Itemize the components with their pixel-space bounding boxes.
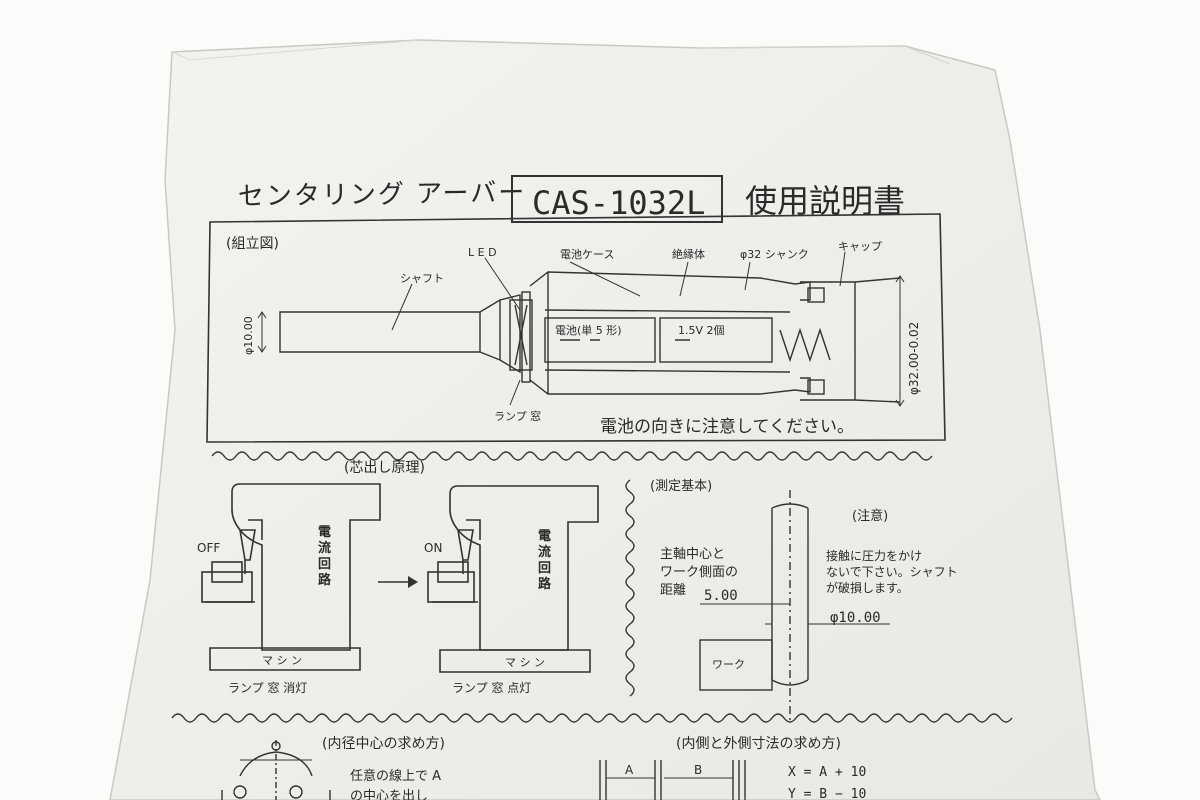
formula-y: Y = B − 10 (788, 787, 866, 800)
label-voltage: 1.5V 2個 (678, 324, 725, 337)
label-shank: φ32 シャンク (740, 248, 809, 261)
bore-center-heading: (内径中心の求め方) (322, 736, 445, 752)
dim-b-label: B (694, 763, 702, 777)
machine-left (201, 483, 381, 671)
assembly-frame (206, 213, 946, 443)
off-label: OFF (197, 541, 220, 555)
dim-shaft-dia: φ10.00 (242, 316, 255, 355)
machine-base-left: マ シ ン (262, 654, 302, 667)
wavy-divider-bottom (171, 713, 1013, 723)
work-label: ワーク (712, 658, 745, 671)
document-title: 使用説明書 (745, 182, 905, 220)
on-label: ON (424, 541, 442, 555)
caution-line-3: が破損します。 (826, 580, 909, 595)
principle-heading: (芯出し原理) (344, 460, 425, 476)
vertical-wavy-divider (625, 479, 635, 697)
assembly-drawing (257, 251, 905, 407)
label-insulator: 絶縁体 (672, 247, 705, 261)
label-shaft: シャフト (400, 272, 444, 285)
label-battery-case: 電池ケース (560, 248, 614, 261)
machine-base-right: マ シ ン (505, 656, 545, 669)
title-block: センタリング アーバー CAS-1032L 使用説明書 (238, 175, 905, 223)
circuit-label-right: 電流回路 (538, 529, 552, 592)
measure-label-1: 主軸中心と (660, 547, 725, 562)
label-battery: 電池(単 5 形) (555, 323, 622, 337)
label-lamp-window: ランプ 窓 (494, 409, 541, 423)
model-number: CAS-1032L (532, 184, 705, 222)
caption-right: ランプ 窓 点灯 (452, 680, 531, 695)
bore-drawing (221, 740, 331, 800)
bore-line-2: の中心を出し (350, 789, 428, 800)
battery-note: 電池の向きに注意してください。 (600, 417, 854, 437)
caption-left: ランプ 窓 消灯 (228, 680, 307, 695)
machine-left-labels: OFF 電流回路 マ シ ン ランプ 窓 消灯 (197, 525, 332, 695)
formula-x: X = A + 10 (788, 765, 866, 780)
caution-line-2: ないで下さい。シャフト (826, 565, 958, 579)
measure-shaft-dia: φ10.00 (830, 610, 881, 626)
caution-heading: (注意) (852, 508, 888, 524)
distance-value: 5.00 (704, 588, 738, 604)
wavy-divider (211, 451, 933, 461)
product-title: センタリング アーバー (238, 178, 527, 212)
arrow-icon (378, 576, 418, 588)
measure-label-2: ワーク側面の (660, 565, 738, 580)
model-box (511, 175, 723, 223)
caution-line-1: 接触に圧力をかけ (826, 548, 922, 563)
assembly-labels: シャフト L E D 電池ケース 絶縁体 φ32 シャンク キャップ 電池(単 … (242, 240, 921, 437)
dimension-heading: (内側と外側寸法の求め方) (676, 736, 841, 752)
machine-right-labels: ON 電流回路 マ シ ン ランプ 窓 点灯 (424, 529, 552, 695)
measure-labels: 主軸中心と ワーク側面の 距離 5.00 φ10.00 ワーク (注意) 接触に… (660, 508, 958, 671)
label-led: L E D (468, 246, 497, 259)
dimension-drawing (599, 760, 746, 800)
assembly-heading: (組立図) (226, 236, 279, 252)
dim-a-label: A (625, 763, 634, 777)
measure-label-3: 距離 (660, 583, 686, 598)
circuit-label-left: 電流回路 (318, 525, 332, 588)
bore-line-1: 任意の線上で A (350, 768, 441, 784)
machine-right (427, 485, 599, 673)
measure-drawing (699, 490, 890, 720)
dim-body-dia: φ32.00-0.02 (907, 322, 921, 395)
label-cap: キャップ (838, 240, 882, 253)
measure-heading: (測定基本) (650, 479, 712, 494)
